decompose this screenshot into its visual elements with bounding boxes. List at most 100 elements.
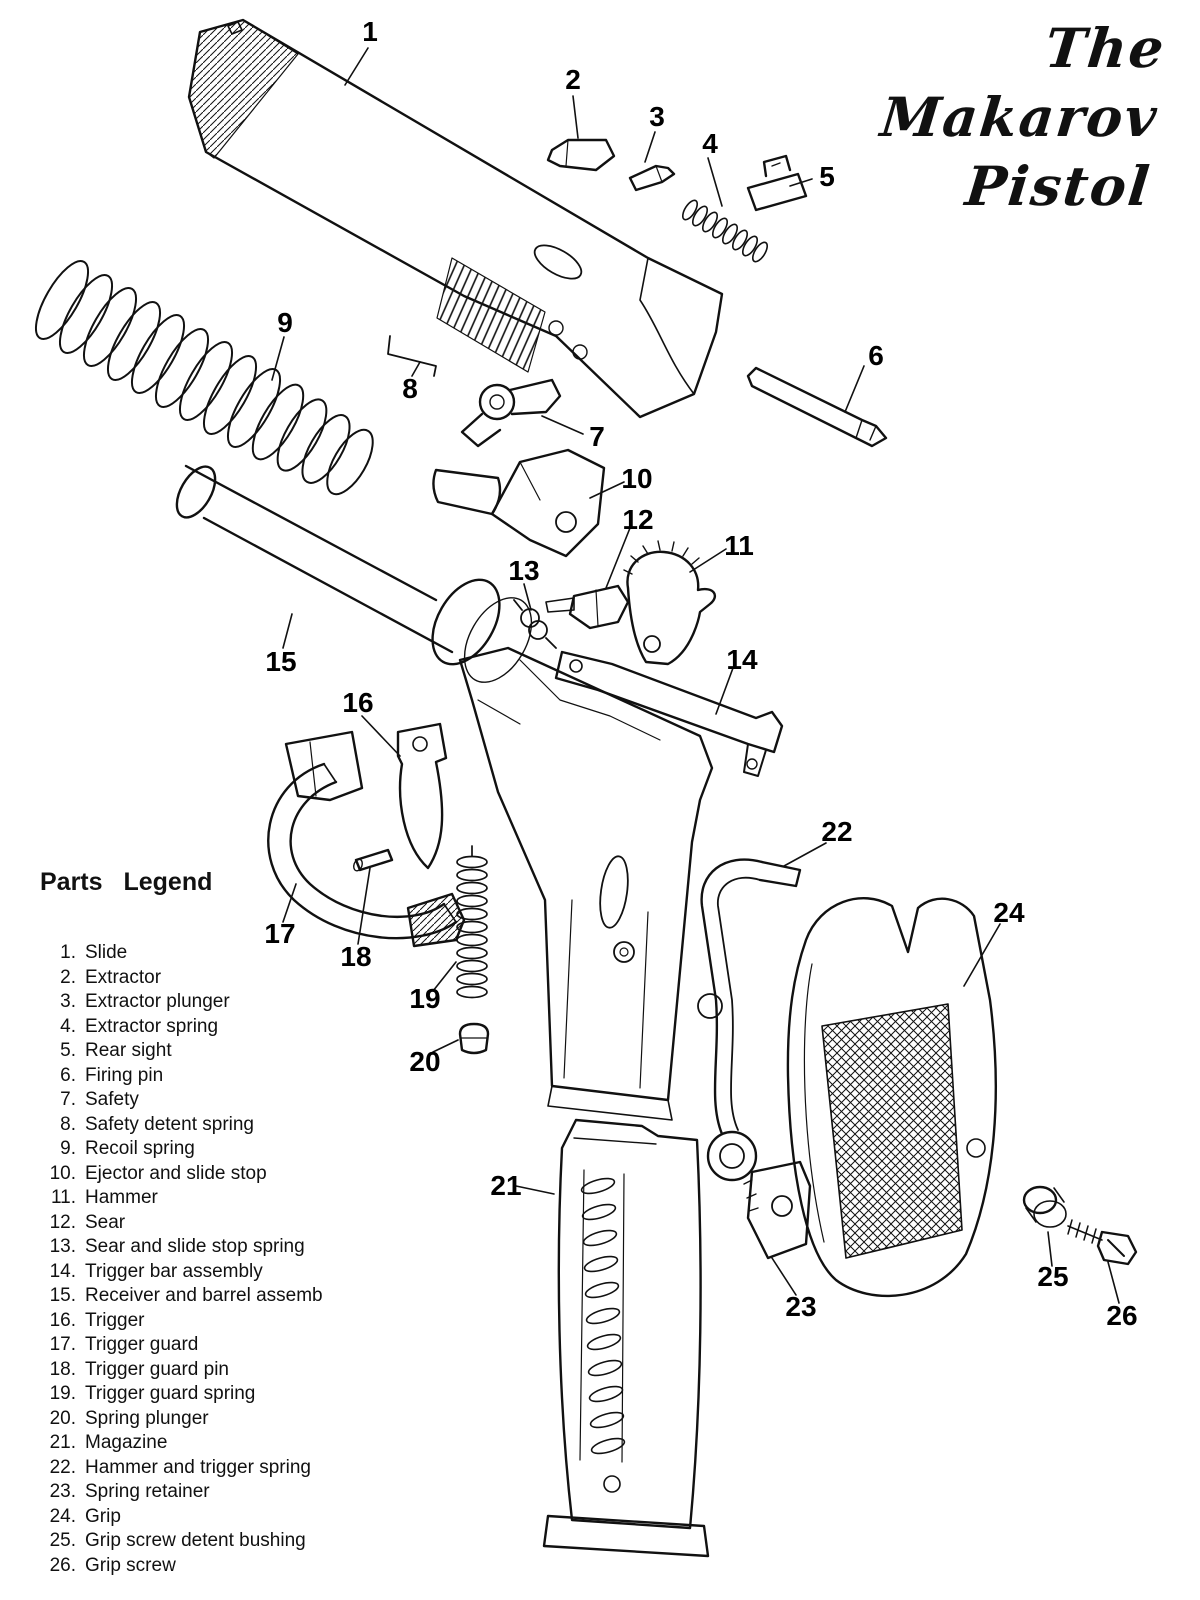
legend-item-label: Spring retainer: [85, 1481, 210, 1502]
legend-item-label: Sear and slide stop spring: [85, 1236, 305, 1257]
part-rear-sight: [746, 154, 808, 212]
part-grip-bushing: [1022, 1185, 1067, 1228]
legend-item: 11.Hammer: [34, 1186, 374, 1211]
callout-14: 14: [726, 644, 758, 675]
callout-18: 18: [340, 941, 372, 972]
callout-13: 13: [508, 555, 540, 586]
legend-item-number: 19.: [49, 1383, 76, 1404]
part-grip-screw: [1067, 1219, 1138, 1266]
legend-item: 6. Firing pin: [34, 1064, 374, 1089]
legend-item-number: 6.: [60, 1064, 76, 1086]
part-receiver-barrel: [175, 464, 714, 1121]
legend-item-label: Extractor: [85, 966, 162, 988]
legend-item: 4. Extractor spring: [34, 1015, 374, 1040]
legend-list: 1.Slide 2.Extractor 3.Extractor plunger …: [34, 941, 374, 1578]
part-safety: [460, 378, 562, 448]
part-spring-plunger: [458, 1022, 490, 1055]
legend-item-number: 26.: [49, 1554, 76, 1576]
legend-item-label: Spring plunger: [85, 1407, 209, 1429]
callout-leader-lines: [271, 47, 1120, 1304]
page-title: The Makarov Pistol: [807, 14, 1169, 221]
callout-19: 19: [409, 983, 441, 1014]
legend-item-number: 2.: [60, 966, 76, 988]
legend-item-label: Grip: [85, 1505, 121, 1527]
legend-item-number: 23.: [49, 1481, 76, 1502]
legend-item-number: 5.: [60, 1040, 76, 1061]
callout-5: 5: [819, 161, 835, 192]
legend-item-label: Trigger guard: [85, 1334, 199, 1355]
callout-7: 7: [589, 421, 605, 452]
legend-item-label: Slide: [85, 942, 128, 963]
legend-item-number: 25.: [49, 1530, 76, 1551]
legend-item-label: Rear sight: [85, 1040, 172, 1061]
legend-item-number: 24.: [49, 1505, 76, 1527]
legend-item: 13.Sear and slide stop spring: [34, 1235, 374, 1260]
callout-21: 21: [490, 1170, 522, 1201]
legend-item-number: 4.: [60, 1015, 76, 1037]
legend-item-number: 22.: [49, 1456, 76, 1478]
part-trigger-guard-spring: [456, 845, 488, 999]
legend-item: 9. Recoil spring: [34, 1137, 374, 1162]
legend-item: 25. Grip screw detent bushing: [34, 1529, 374, 1554]
legend-item-label: Grip screw detent bushing: [85, 1530, 306, 1551]
legend-item: 14.Trigger bar assembly: [34, 1260, 374, 1285]
legend-item-label: Recoil spring: [85, 1138, 195, 1159]
callout-16: 16: [342, 687, 374, 718]
legend-item-number: 14.: [49, 1260, 76, 1282]
part-firing-pin: [746, 366, 888, 448]
legend-item-number: 10.: [49, 1162, 76, 1184]
part-extractor: [546, 138, 616, 172]
legend-item-label: Ejector and slide stop: [85, 1162, 267, 1184]
callout-1: 1: [362, 16, 378, 47]
legend-item-number: 20.: [49, 1407, 76, 1429]
legend-item: 21. Magazine: [34, 1431, 374, 1456]
callout-12: 12: [622, 504, 654, 535]
legend-item: 5. Rear sight: [34, 1039, 374, 1064]
legend-item: 8.Safety detent spring: [34, 1113, 374, 1138]
callout-10: 10: [621, 463, 653, 494]
legend-item-label: Hammer and trigger spring: [85, 1456, 311, 1478]
callout-24: 24: [993, 897, 1025, 928]
part-extractor-spring: [681, 199, 769, 263]
callout-9: 9: [277, 307, 293, 338]
legend-item: 2. Extractor: [34, 966, 374, 991]
part-magazine: [542, 1118, 710, 1558]
legend-item-label: Extractor spring: [85, 1015, 219, 1037]
legend-item: 18. Trigger guard pin: [34, 1358, 374, 1383]
legend-item-number: 11.: [50, 1187, 76, 1208]
legend-item-label: Trigger guard pin: [85, 1358, 229, 1380]
legend-item: 12.Sear: [34, 1211, 374, 1236]
legend-item: 3.Extractor plunger: [34, 990, 374, 1015]
legend-item-label: Trigger guard spring: [85, 1383, 256, 1404]
callout-25: 25: [1037, 1261, 1069, 1292]
legend-item-number: 18.: [49, 1358, 76, 1380]
part-hammer: [623, 540, 717, 666]
callout-4: 4: [702, 128, 718, 159]
legend-item-number: 1.: [60, 942, 76, 963]
legend-heading: Parts Legend: [40, 868, 213, 896]
part-hammer-trigger-spring: [697, 858, 802, 1182]
legend-item: 1. Slide: [34, 941, 374, 966]
parts-legend: Parts Legend 1. Slide 2. Extractor 3.Extra…: [34, 868, 374, 1578]
part-extractor-plunger: [628, 164, 676, 192]
part-ejector-slide-stop: [432, 448, 606, 558]
legend-item: 16.Trigger: [34, 1309, 374, 1334]
legend-item-number: 7.: [60, 1089, 76, 1110]
callout-3: 3: [649, 101, 665, 132]
legend-item-label: Magazine: [85, 1432, 168, 1453]
callout-20: 20: [409, 1046, 441, 1077]
legend-item: 7.Safety: [34, 1088, 374, 1113]
legend-item-label: Receiver and barrel assemb: [85, 1285, 323, 1306]
legend-item-label: Trigger: [85, 1309, 145, 1331]
legend-item-label: Firing pin: [85, 1064, 164, 1086]
legend-item-number: 9.: [60, 1138, 76, 1159]
callout-6: 6: [868, 340, 884, 371]
callout-26: 26: [1106, 1300, 1138, 1331]
callout-23: 23: [785, 1291, 817, 1322]
legend-item-number: 21.: [49, 1432, 76, 1453]
part-spring-retainer: [743, 1160, 812, 1260]
legend-item-number: 17.: [49, 1334, 76, 1355]
legend-item-number: 8.: [60, 1113, 76, 1135]
callout-22: 22: [821, 816, 853, 847]
